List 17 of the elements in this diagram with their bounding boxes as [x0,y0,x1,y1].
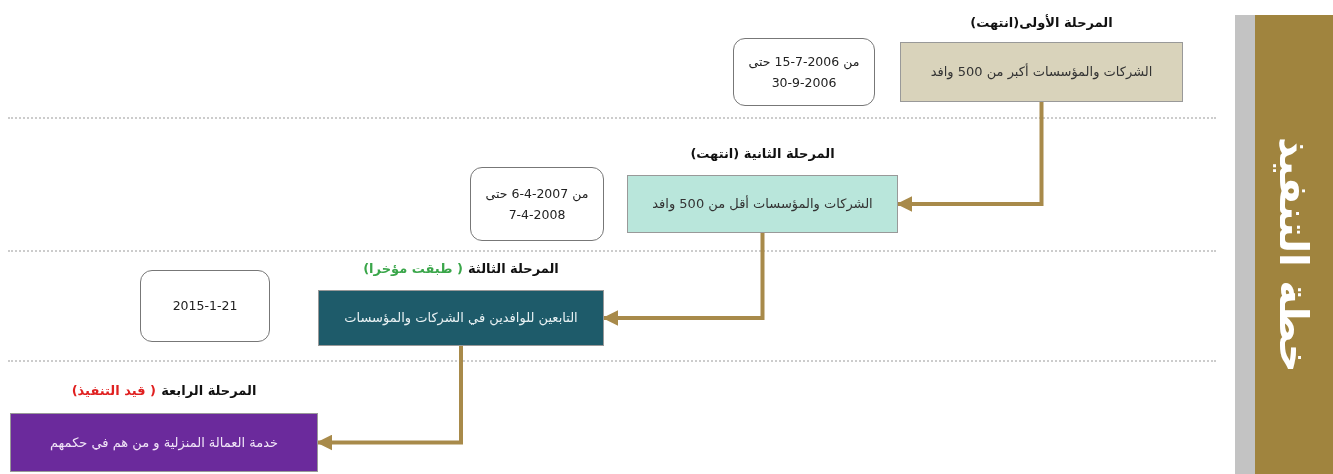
arrow [602,233,765,326]
title: خطة التنفيذ [1270,136,1318,375]
phase-heading: المرحلة الثانية (انتهت) [690,146,835,161]
date-box: 2015-1-21 [140,270,270,342]
arrow [896,102,1044,212]
status-text: ( طبقت مؤخرا) [363,261,463,276]
phase-heading: المرحلة الرابعة [161,383,257,398]
phase-box: التابعين للوافدين في الشركات والمؤسسات [318,290,604,346]
phase-heading: المرحلة الثالثة [468,261,559,276]
phase-heading: المرحلة الأولى(انتهت) [970,15,1113,30]
phase-box: الشركات والمؤسسات أكبر من 500 وافد [900,42,1183,102]
date-box: من 2007-4-6 حتى 2008-4-7 [470,167,604,241]
phase-box: الشركات والمؤسسات أقل من 500 وافد [627,175,898,233]
status-text: ( قيد التنفيذ) [71,383,157,398]
phase-box: خدمة العمالة المنزلية و من هم في حكمهم [10,413,318,472]
date-box: من 2006-7-15 حتى 2006-9-30 [733,38,875,106]
arrow [316,346,463,451]
